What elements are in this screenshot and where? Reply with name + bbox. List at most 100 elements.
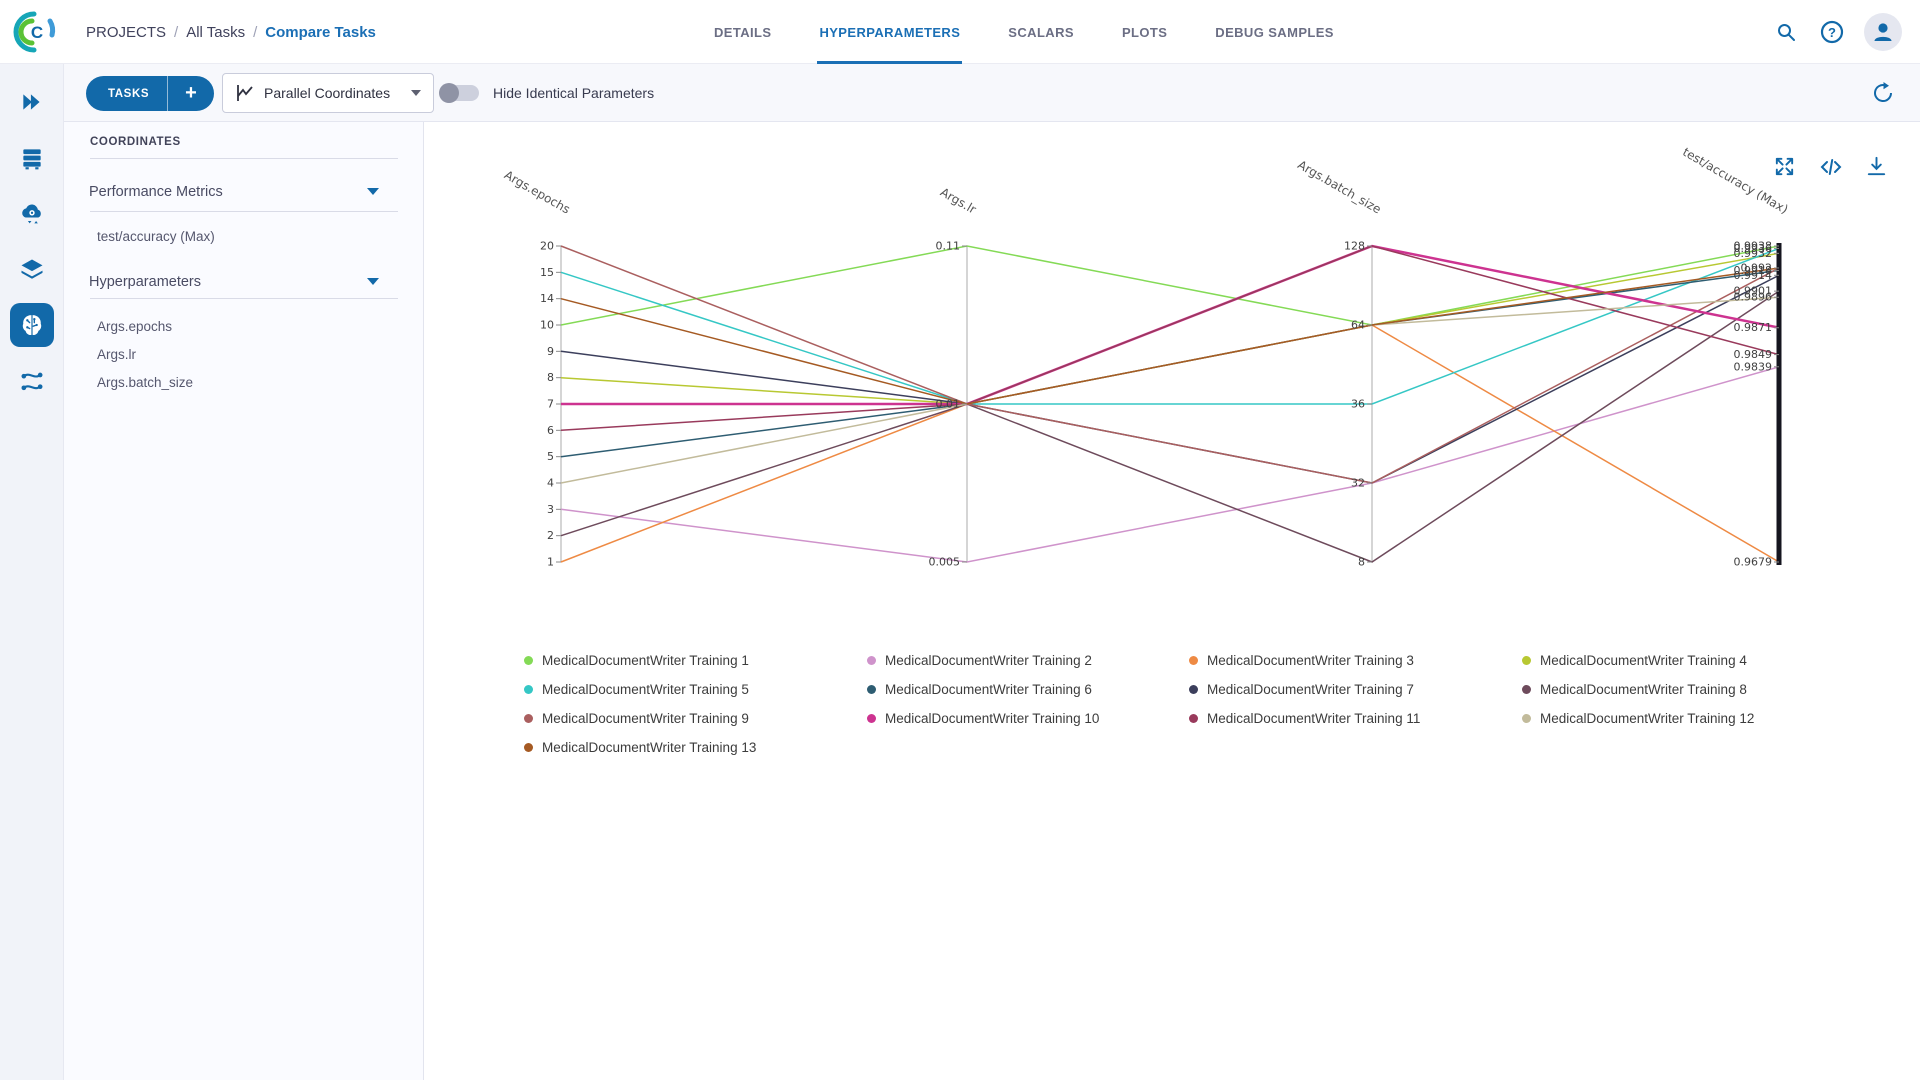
datasets-icon[interactable] [12, 250, 52, 290]
embed-code-icon[interactable] [1818, 154, 1843, 179]
help-icon[interactable]: ? [1818, 18, 1846, 46]
tick-label: 0.9938 [1734, 240, 1773, 253]
tab-details[interactable]: DETAILS [714, 24, 772, 40]
legend-color-dot [524, 743, 533, 752]
legend-label: MedicalDocumentWriter Training 7 [1207, 682, 1414, 697]
series-line [560, 366, 1780, 563]
queues-icon[interactable] [12, 138, 52, 178]
tab-hyperparameters[interactable]: HYPERPARAMETERS [817, 0, 963, 64]
legend-item[interactable]: MedicalDocumentWriter Training 9 [524, 711, 867, 726]
tick-label: 0.9901 [1734, 285, 1773, 298]
svg-text:C: C [31, 23, 43, 42]
breadcrumb-all-tasks[interactable]: All Tasks [186, 23, 246, 41]
breadcrumb-current: Compare Tasks [265, 23, 376, 41]
svg-text:?: ? [1828, 25, 1836, 40]
breadcrumb-projects[interactable]: PROJECTS [86, 23, 167, 41]
view-tabs: DETAILS HYPERPARAMETERS SCALARS PLOTS DE… [712, 0, 1336, 64]
legend-item[interactable]: MedicalDocumentWriter Training 2 [867, 653, 1189, 668]
search-icon[interactable] [1772, 18, 1800, 46]
legend-item[interactable]: MedicalDocumentWriter Training 1 [524, 653, 867, 668]
tick-label: 0.9936 [1734, 242, 1773, 255]
metric-test-accuracy-max[interactable]: test/accuracy (Max) [97, 229, 215, 244]
breadcrumb: PROJECTS / All Tasks / Compare Tasks [86, 0, 376, 64]
tick-label: 128 [1344, 240, 1365, 253]
projects-brain-icon[interactable] [10, 303, 54, 347]
section-performance-metrics[interactable]: Performance Metrics [89, 184, 223, 200]
tick-label: 14 [540, 292, 554, 305]
workers-icon[interactable] [12, 194, 52, 234]
legend-item[interactable]: MedicalDocumentWriter Training 6 [867, 682, 1189, 697]
legend-item[interactable]: MedicalDocumentWriter Training 5 [524, 682, 867, 697]
param-args-epochs[interactable]: Args.epochs [97, 319, 173, 334]
legend-label: MedicalDocumentWriter Training 10 [885, 711, 1100, 726]
view-type-dropdown[interactable]: Parallel Coordinates [222, 73, 434, 113]
legend-item[interactable]: MedicalDocumentWriter Training 12 [1522, 711, 1882, 726]
legend-color-dot [867, 656, 876, 665]
tick-label: 2 [547, 529, 554, 542]
tick-label: 64 [1351, 319, 1365, 332]
legend-color-dot [524, 714, 533, 723]
legend-label: MedicalDocumentWriter Training 12 [1540, 711, 1755, 726]
clearml-logo[interactable]: C [10, 8, 58, 56]
legend-item[interactable]: MedicalDocumentWriter Training 11 [1189, 711, 1522, 726]
tick-label: 10 [540, 319, 554, 332]
legend-item[interactable]: MedicalDocumentWriter Training 4 [1522, 653, 1882, 668]
tick-label: 0.9839 [1734, 360, 1773, 373]
tick-label: 8 [547, 371, 554, 384]
legend-color-dot [524, 685, 533, 694]
tick-label: 0.992 [1741, 261, 1773, 274]
getting-started-icon[interactable] [12, 82, 52, 122]
legend-label: MedicalDocumentWriter Training 4 [1540, 653, 1747, 668]
tick-label: 1 [547, 556, 554, 569]
expand-icon[interactable] [1772, 154, 1797, 179]
tasks-button-label[interactable]: TASKS [86, 76, 169, 111]
tick-label: 32 [1351, 477, 1365, 490]
tick-label: 0.9679 [1734, 556, 1773, 569]
series-line [560, 247, 1780, 405]
refresh-icon[interactable] [1870, 80, 1896, 106]
tab-debug-samples[interactable]: DEBUG SAMPLES [1215, 24, 1334, 40]
section-hyperparameters[interactable]: Hyperparameters [89, 274, 202, 290]
tasks-button[interactable]: TASKS + [86, 76, 214, 111]
tab-plots[interactable]: PLOTS [1121, 24, 1168, 40]
legend-item[interactable]: MedicalDocumentWriter Training 7 [1189, 682, 1522, 697]
tick-label: 4 [547, 477, 554, 490]
tick-label: 20 [540, 240, 554, 253]
param-args-batch-size[interactable]: Args.batch_size [97, 375, 194, 390]
download-icon[interactable] [1864, 154, 1889, 179]
legend-item[interactable]: MedicalDocumentWriter Training 8 [1522, 682, 1882, 697]
tick-label: 7 [547, 398, 554, 411]
tick-label: 0.9914 [1734, 269, 1773, 282]
chevron-down-icon[interactable] [367, 188, 379, 195]
tick-label: 0.9932 [1734, 247, 1773, 260]
legend-item[interactable]: MedicalDocumentWriter Training 13 [524, 740, 867, 755]
tick-label: 0.005 [929, 556, 961, 569]
legend-label: MedicalDocumentWriter Training 3 [1207, 653, 1414, 668]
axis-title: Args.batch_size [1295, 158, 1383, 217]
legend-color-dot [1189, 656, 1198, 665]
param-args-lr[interactable]: Args.lr [97, 347, 137, 362]
user-avatar[interactable] [1864, 13, 1902, 51]
hide-identical-toggle[interactable] [439, 83, 479, 103]
tab-scalars[interactable]: SCALARS [1008, 24, 1074, 40]
legend-color-dot [867, 714, 876, 723]
coordinates-panel: COORDINATES Performance Metrics test/acc… [64, 122, 424, 1080]
legend-item[interactable]: MedicalDocumentWriter Training 10 [867, 711, 1189, 726]
top-header: C PROJECTS / All Tasks / Compare Tasks D… [0, 0, 1920, 64]
tick-label: 5 [547, 450, 554, 463]
pipelines-icon[interactable] [12, 362, 52, 402]
chevron-down-icon[interactable] [367, 278, 379, 285]
tick-label: 0.01 [936, 398, 961, 411]
divider [90, 158, 398, 159]
legend-label: MedicalDocumentWriter Training 9 [542, 711, 749, 726]
legend-item[interactable]: MedicalDocumentWriter Training 3 [1189, 653, 1522, 668]
divider [90, 298, 398, 299]
add-task-button[interactable]: + [185, 82, 197, 104]
parallel-coordinates-plot: 201514109876543210.110.010.0051286436328… [502, 145, 1791, 569]
tick-label: 0.9871 [1734, 321, 1773, 334]
breadcrumb-separator: / [253, 23, 258, 41]
series-line [560, 245, 1780, 432]
compare-toolbar: TASKS + Parallel Coordinates Hide Identi… [64, 64, 1920, 122]
legend-color-dot [1189, 714, 1198, 723]
